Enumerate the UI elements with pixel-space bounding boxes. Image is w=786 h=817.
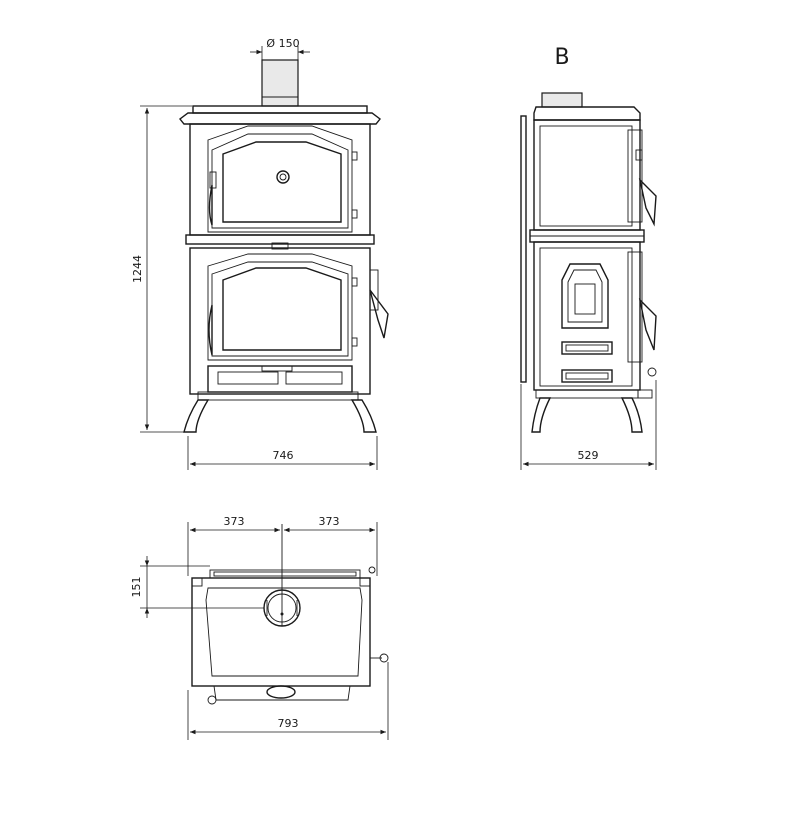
front-base — [183, 391, 377, 433]
side-vent-upper — [561, 341, 613, 355]
side-back-plate — [520, 115, 527, 383]
front-width-dimension: 746 — [187, 436, 378, 470]
flue-diameter-label: Ø 150 — [266, 37, 299, 50]
top-half-dimensions: 373 373 — [187, 515, 378, 576]
front-height-dimension: 1244 — [131, 105, 192, 433]
top-overall-dimension: 793 — [187, 662, 389, 740]
side-oven-handle-icon — [638, 177, 657, 227]
fire-door-handle-icon — [208, 304, 213, 356]
left-leg — [183, 399, 210, 433]
right-leg — [350, 399, 377, 433]
ash-drawer — [207, 365, 353, 393]
offset-dimension-label: 151 — [130, 577, 143, 598]
front-top-plate — [179, 105, 381, 125]
width-dimension-label: 746 — [273, 449, 294, 462]
top-view — [191, 524, 389, 705]
side-oven-body — [533, 119, 641, 231]
side-lever-icon — [369, 289, 389, 339]
side-knob-icon — [647, 367, 657, 377]
front-view — [179, 59, 389, 433]
half-left-label: 373 — [224, 515, 245, 528]
front-middle-band — [185, 234, 375, 250]
half-right-label: 373 — [319, 515, 340, 528]
side-window — [561, 263, 609, 329]
side-view: B — [520, 45, 657, 433]
front-fire-body — [189, 247, 389, 395]
depth-dimension-label: 529 — [578, 449, 599, 462]
oven-thermometer-icon — [276, 170, 290, 184]
top-offset-dimension: 151 — [130, 556, 264, 618]
oven-handle-icon — [208, 184, 213, 226]
view-letter: B — [554, 45, 569, 70]
front-oven-body — [189, 123, 371, 236]
side-depth-dimension: 529 — [520, 380, 657, 470]
side-flue-pipe — [541, 92, 583, 108]
front-flue-pipe — [261, 59, 299, 107]
side-fire-handle-icon — [638, 297, 657, 351]
flue-dimension: Ø 150 — [250, 37, 310, 60]
overall-dimension-label: 793 — [278, 717, 299, 730]
height-dimension-label: 1244 — [131, 255, 144, 283]
side-vent-lower — [561, 369, 613, 383]
top-knob-icon — [379, 653, 389, 663]
